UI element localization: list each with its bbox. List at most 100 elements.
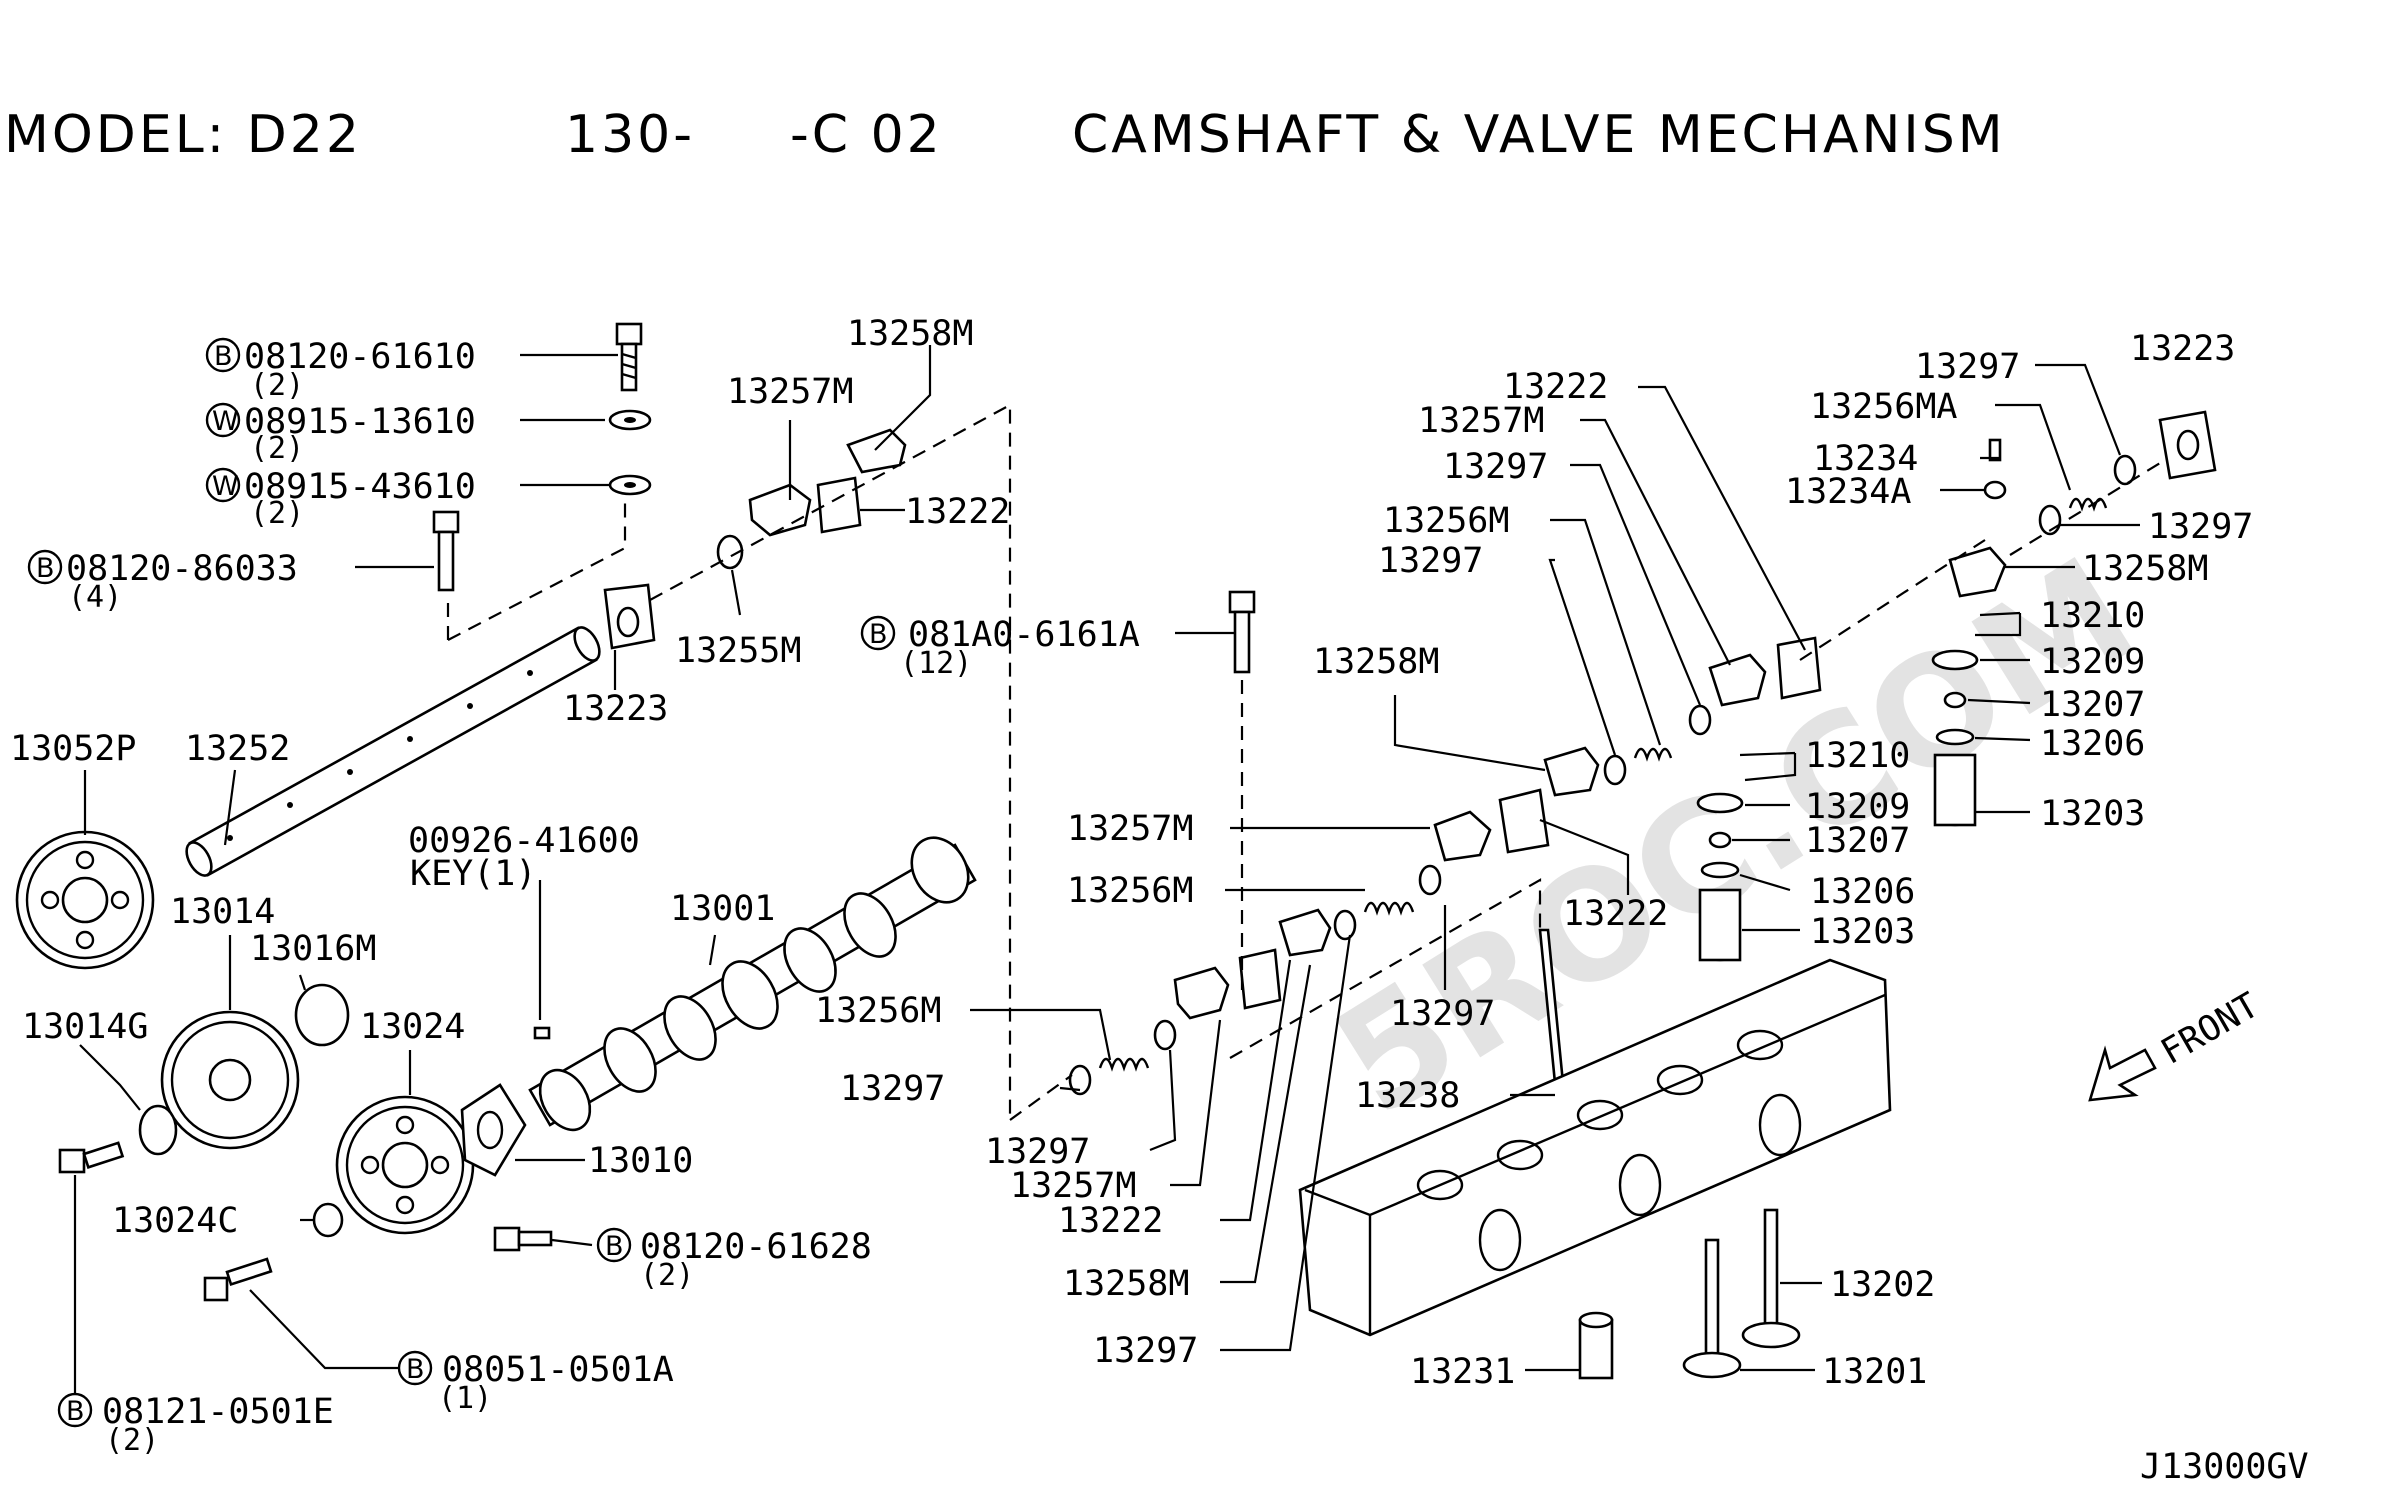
rocker-13257M-top — [748, 483, 812, 537]
part-number: 13257M — [1418, 401, 1544, 441]
part-symbol: B — [66, 1396, 85, 1427]
part-number: 13024 — [360, 1007, 465, 1047]
part-number: 13210 — [1805, 736, 1910, 776]
part-number: 13052P — [10, 729, 136, 769]
part-number: 13201 — [1822, 1352, 1927, 1392]
part-number: 13203 — [1810, 912, 1915, 952]
camshaft-sprocket-13052P — [15, 830, 155, 970]
part-number: 13222 — [1503, 367, 1608, 407]
part-number: 13210 — [2040, 596, 2145, 636]
part-number: 13016M — [250, 929, 376, 969]
part-symbol: B — [406, 1354, 425, 1385]
part-quantity: (2) — [105, 1423, 159, 1458]
plate-13010 — [460, 1083, 527, 1177]
part-number: 13297 — [1390, 994, 1495, 1034]
page-title: CAMSHAFT & VALVE MECHANISM — [1072, 105, 2006, 165]
part-number: 13256MA — [1810, 387, 1958, 427]
front-label: FRONT — [2155, 985, 2266, 1072]
camshaft-13001 — [528, 836, 977, 1132]
part-number: 13024C — [112, 1201, 238, 1241]
part-number: 13297 — [985, 1132, 1090, 1172]
part-quantity: (2) — [640, 1258, 694, 1293]
part-number: 13258M — [1313, 642, 1439, 682]
part-symbol: B — [36, 553, 55, 584]
part-quantity: (12) — [900, 646, 972, 681]
rocker-shaft-13252 — [185, 626, 601, 877]
part-symbol: B — [869, 619, 888, 650]
part-number: 13222 — [1563, 894, 1668, 934]
part-number: 13001 — [670, 889, 775, 929]
spring-13255M — [716, 534, 744, 570]
part-number: 13256M — [815, 991, 941, 1031]
part-number: 13257M — [1067, 809, 1193, 849]
part-number: 13223 — [563, 689, 668, 729]
valve-spring-stack-right — [1931, 649, 1979, 827]
range-label: 130- — [565, 105, 695, 165]
bolt-08120-86033 — [432, 510, 460, 592]
part-number: 08120-86033 — [66, 549, 298, 589]
part-number: 13014G — [22, 1007, 148, 1047]
part-quantity: (2) — [250, 431, 304, 466]
part-drawings — [15, 322, 2217, 1380]
part-number: 13231 — [1410, 1352, 1515, 1392]
part-number: 13234A — [1785, 472, 1911, 512]
part-number: 13209 — [1805, 787, 1910, 827]
part-number: 13209 — [2040, 642, 2145, 682]
part-symbol: W — [212, 406, 239, 437]
valve-spring-stack-left — [1696, 792, 1744, 962]
part-quantity: (2) — [250, 368, 304, 403]
section-label: -C 02 — [790, 105, 943, 165]
part-number: 13014 — [170, 892, 275, 932]
part-number: 13010 — [588, 1141, 693, 1181]
part-number: 13206 — [2040, 724, 2145, 764]
part-number: 13207 — [2040, 685, 2145, 725]
part-number: 13297 — [1443, 447, 1548, 487]
part-number: 13202 — [1830, 1265, 1935, 1305]
bracket-13222-top — [816, 476, 862, 534]
part-number: 13256M — [1383, 501, 1509, 541]
part-number: 13238 — [1355, 1076, 1460, 1116]
part-number: 08915-43610 — [244, 467, 476, 507]
alignment-lines — [446, 403, 2166, 1121]
washer-08915-13610 — [608, 409, 652, 431]
part-number: 13222 — [1058, 1201, 1163, 1241]
part-number: 13252 — [185, 729, 290, 769]
part-number: 08051-0501A — [442, 1350, 674, 1390]
washer-13024C — [312, 1202, 344, 1238]
part-number: 13297 — [840, 1069, 945, 1109]
part-number: 13255M — [675, 631, 801, 671]
front-arrow — [2088, 1045, 2157, 1102]
part-quantity: (4) — [68, 580, 122, 615]
leader-lines — [73, 345, 2140, 1395]
part-symbol: B — [605, 1231, 624, 1262]
part-number: 13297 — [2148, 507, 2253, 547]
part-symbol: W — [212, 471, 239, 502]
part-number: 13203 — [2040, 794, 2145, 834]
part-number: 00926-41600 — [408, 821, 640, 861]
key-00926-41600 — [533, 1026, 551, 1040]
part-number: 08121-0501E — [102, 1392, 334, 1432]
bolt-081A0-6161A — [1228, 590, 1256, 674]
washer-08915-43610 — [608, 474, 652, 496]
part-sub-label: KEY(1) — [410, 854, 536, 894]
part-number: 13257M — [1010, 1166, 1136, 1206]
header: MODEL: D22 130- -C 02 CAMSHAFT & VALVE M… — [4, 105, 2006, 165]
part-number: 13206 — [1810, 872, 1915, 912]
valve-13201 — [1682, 1238, 1742, 1379]
rocker-13258M-top — [846, 428, 907, 474]
part-number: 13297 — [1093, 1331, 1198, 1371]
washer-13014G — [138, 1104, 178, 1156]
part-number: 13297 — [1378, 541, 1483, 581]
bushing-13016M — [294, 983, 350, 1047]
part-number: 08120-61610 — [244, 337, 476, 377]
bolt-08051-0501A — [203, 1257, 273, 1302]
diagram-code: J13000GV — [2140, 1447, 2309, 1487]
bolt-08120-61610 — [615, 322, 643, 392]
part-number: 13222 — [905, 492, 1010, 532]
model-label: MODEL: D22 — [4, 105, 362, 165]
part-number: 08915-13610 — [244, 402, 476, 442]
part-quantity: (2) — [250, 496, 304, 531]
part-number: 08120-61628 — [640, 1227, 872, 1267]
bolt-08120-61628 — [493, 1226, 553, 1252]
